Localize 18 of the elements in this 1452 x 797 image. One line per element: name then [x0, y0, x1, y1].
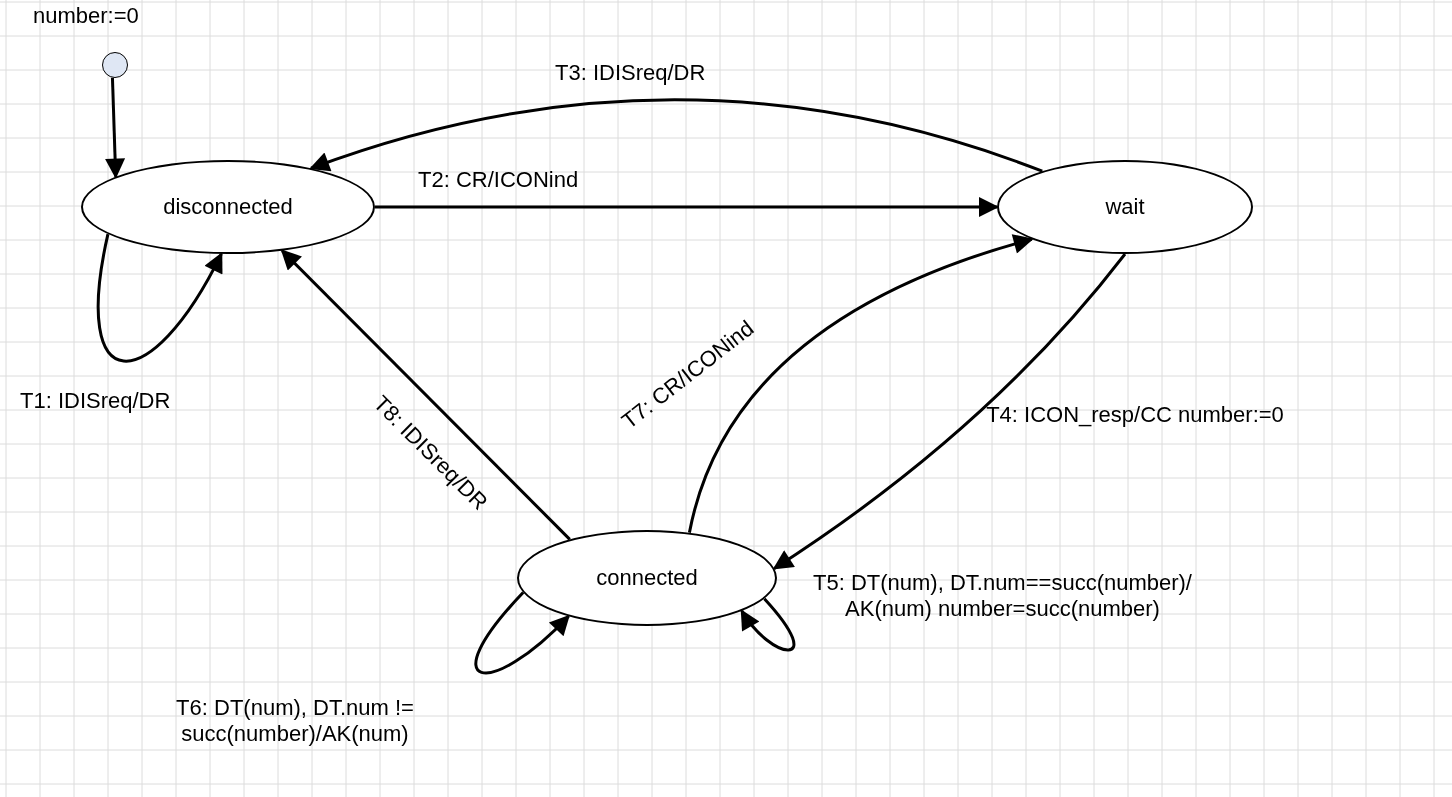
edge-label: T3: IDISreq/DR	[555, 60, 706, 87]
transition-arrow	[740, 597, 796, 652]
state-name: disconnected	[163, 194, 293, 220]
edge-label: T4: ICON_resp/CC number:=0	[985, 402, 1285, 429]
edge-label: T6: DT(num), DT.num != succ(number)/AK(num)	[175, 695, 415, 748]
edge-label: T1: IDISreq/DR	[20, 388, 171, 415]
state-name: connected	[596, 565, 698, 591]
initial-state-dot	[102, 52, 128, 78]
transition-arrow	[474, 591, 570, 675]
transition-arrow	[96, 233, 223, 363]
transition-arrow	[105, 77, 126, 179]
transition-arrow	[687, 234, 1034, 533]
edge-label: T2: CR/ICONind	[418, 167, 579, 194]
transition-arrow	[375, 197, 999, 217]
state-name: wait	[1105, 194, 1145, 220]
transition-arrow	[309, 98, 1043, 173]
state-annotation: number:=0	[33, 3, 139, 30]
edge-label: T5: DT(num), DT.num==succ(number)/ AK(num) number=succ(number)	[812, 570, 1193, 623]
